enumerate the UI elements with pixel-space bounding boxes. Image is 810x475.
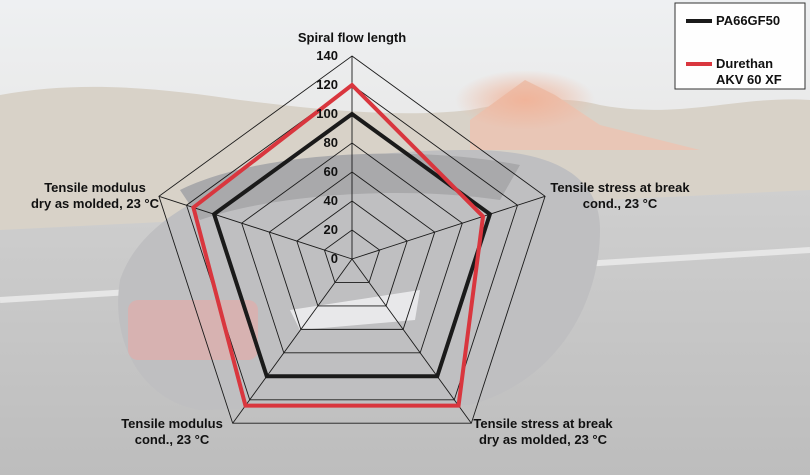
spoke-3 bbox=[232, 258, 353, 424]
tick-label-100: 100 bbox=[316, 106, 338, 121]
tick-label-80: 80 bbox=[324, 135, 338, 150]
grid-ring-40 bbox=[296, 200, 408, 307]
legend-box bbox=[674, 2, 806, 90]
spoke-1 bbox=[351, 195, 546, 260]
grid-ring-140 bbox=[158, 55, 546, 424]
spoke-2 bbox=[351, 258, 472, 424]
grid-ring-120 bbox=[185, 84, 519, 401]
radar-series bbox=[191, 82, 493, 408]
tick-label-140: 140 bbox=[316, 48, 338, 63]
tick-label-20: 20 bbox=[324, 222, 338, 237]
grid-ring-20 bbox=[323, 229, 381, 283]
series-durethan bbox=[191, 82, 486, 408]
tick-label-120: 120 bbox=[316, 77, 338, 92]
legend: PA66GF50 Durethan AKV 60 XF bbox=[674, 2, 806, 90]
grid-ring-80 bbox=[241, 142, 463, 354]
tick-label-0: 0 bbox=[331, 251, 338, 266]
spoke-4 bbox=[158, 195, 353, 260]
tick-label-60: 60 bbox=[324, 164, 338, 179]
axis-label-0: Spiral flow length bbox=[298, 30, 406, 45]
grid-ring-60 bbox=[268, 171, 436, 330]
legend-label-durethan: Durethan AKV 60 XF bbox=[716, 56, 782, 87]
radial-tick-labels: 0 20 40 60 80 100 120 140 bbox=[316, 48, 338, 266]
tick-label-40: 40 bbox=[324, 193, 338, 208]
legend-label-pa66gf50: PA66GF50 bbox=[716, 13, 780, 28]
